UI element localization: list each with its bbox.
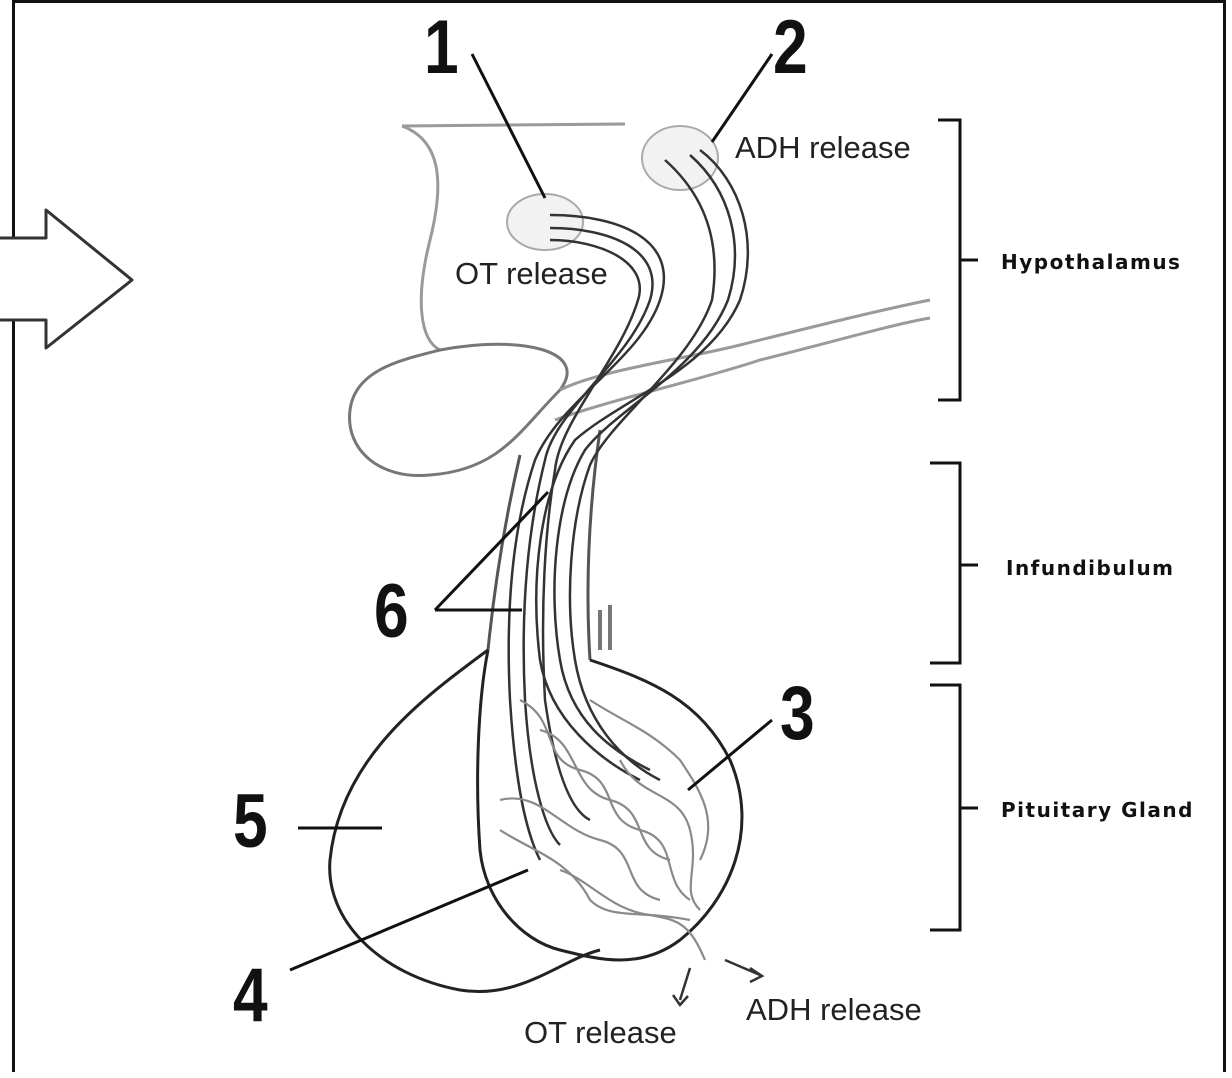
leader-6a — [435, 492, 548, 610]
bracket-pituitary — [930, 685, 978, 930]
pituitary-outline — [330, 650, 742, 992]
adh-release-top-label: ADH release — [735, 132, 911, 163]
ot-release-top-label: OT release — [455, 258, 608, 289]
callout-6: 6 — [374, 574, 409, 650]
callout-1: 1 — [424, 10, 459, 86]
callout-3: 3 — [780, 676, 815, 752]
leader-3 — [688, 720, 772, 790]
callout-4: 4 — [233, 958, 268, 1034]
capillary-network — [500, 605, 708, 960]
bracket-hypothalamus — [938, 120, 978, 400]
adh-nucleus — [642, 126, 718, 190]
ot-release-bottom-label: OT release — [524, 1017, 677, 1048]
side-arrow — [0, 210, 132, 348]
adh-release-bottom-label: ADH release — [746, 994, 922, 1025]
callout-2: 2 — [773, 10, 808, 86]
callout-5: 5 — [233, 784, 268, 860]
leader-4 — [290, 870, 528, 970]
bracket-infundibulum — [930, 463, 978, 663]
region-brackets — [930, 120, 978, 930]
region-label-hypothalamus: Hypothalamus — [1001, 252, 1181, 272]
ot-axon-bundle — [509, 215, 664, 860]
hypothalamus-outline — [350, 124, 930, 476]
leader-lines — [290, 54, 772, 970]
region-label-pituitary: Pituitary Gland — [1001, 800, 1194, 820]
region-label-infundibulum: Infundibulum — [1006, 558, 1175, 578]
leader-2 — [712, 54, 772, 142]
